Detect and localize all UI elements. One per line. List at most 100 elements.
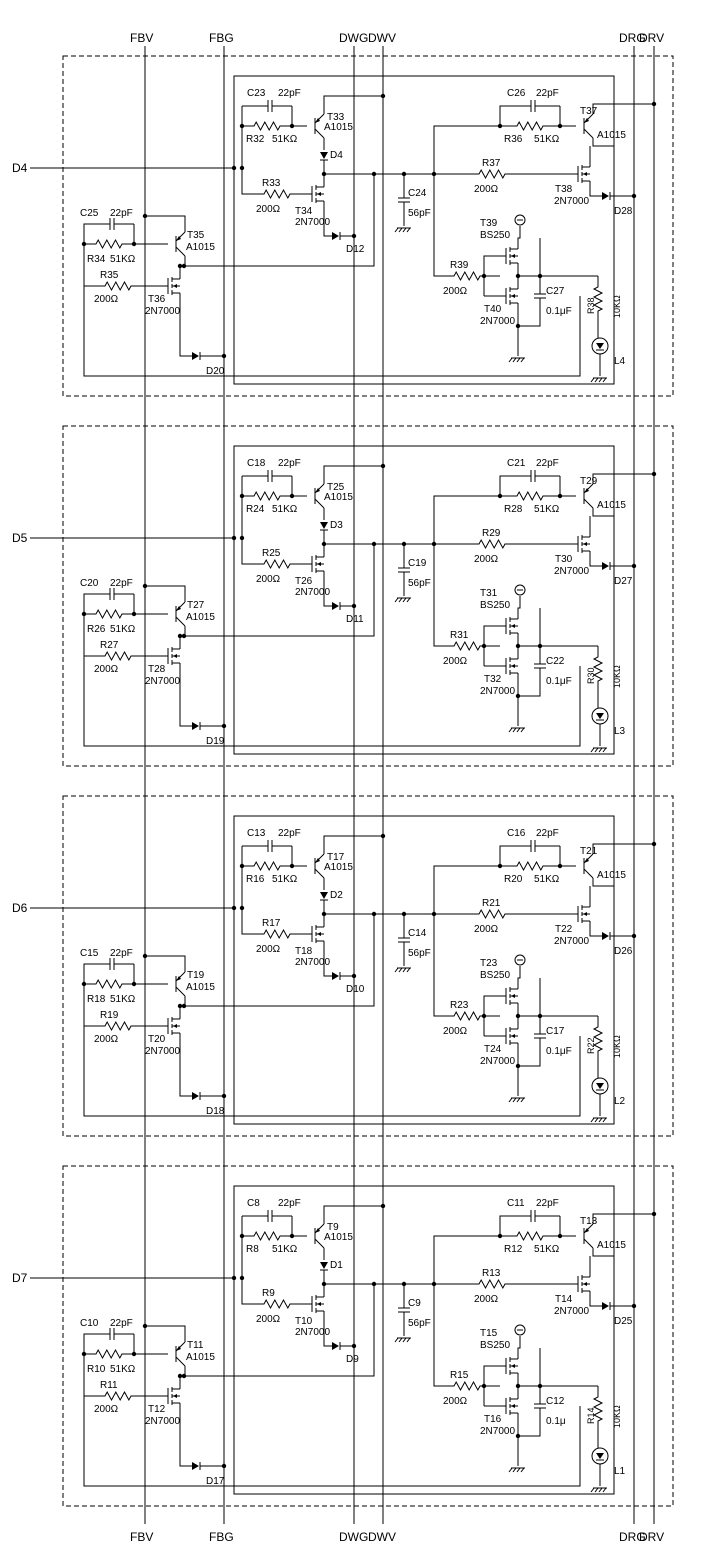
label-R-f: R22 (586, 1037, 596, 1054)
label-R-a_val: 51KΩ (272, 134, 298, 145)
label-R-d: R29 (482, 528, 501, 539)
junction-dot (651, 471, 657, 477)
label-LED: L1 (614, 1466, 626, 1477)
wire (433, 174, 450, 277)
label-T-h_type: 2N7000 (145, 676, 180, 687)
label-T-e_type: BS250 (480, 1340, 510, 1351)
label-T-c_type: A1015 (597, 1240, 626, 1251)
label-T-f: T32 (484, 674, 502, 685)
wire (145, 1325, 186, 1342)
junction-dot (351, 1343, 357, 1349)
label-R-c_val: 51KΩ (534, 134, 560, 145)
capacitor-symbol (534, 1016, 546, 1056)
label-R-b_val: 200Ω (256, 944, 281, 955)
label-R-e_val: 200Ω (443, 286, 468, 297)
label-R-f-val: 10KΩ (612, 1405, 622, 1428)
label-C-c: C16 (507, 828, 526, 839)
wire (323, 835, 383, 854)
junction-dot (231, 165, 237, 171)
label-C-c: C21 (507, 458, 526, 469)
pnp-transistor-symbol (314, 483, 325, 509)
label-R-g_val: 51KΩ (110, 624, 136, 635)
junction-dot (515, 1433, 521, 1439)
junction-dot (231, 535, 237, 541)
supply-terminal-symbol (514, 954, 526, 966)
capacitor-symbol (248, 1210, 292, 1222)
junction-dot (321, 541, 327, 547)
resistor-symbol (500, 1230, 560, 1242)
ground-symbol (590, 377, 607, 383)
junction-dot (142, 583, 148, 589)
wire (499, 845, 506, 866)
wire (433, 495, 500, 544)
label-D-a: D2 (330, 890, 343, 901)
label-C-mid: C24 (408, 188, 427, 199)
wire (184, 174, 375, 267)
label-R-c: R36 (504, 134, 523, 145)
wire (241, 865, 248, 908)
wire (184, 1284, 375, 1377)
wire (241, 538, 256, 565)
resistor-symbol (256, 558, 298, 570)
capacitor-symbol (90, 1328, 134, 1340)
wire (483, 995, 506, 1016)
label-R-a: R16 (246, 874, 265, 885)
label-C-e: C17 (546, 1026, 565, 1037)
diode-symbol (320, 1262, 328, 1271)
wire (433, 914, 450, 1017)
wire (592, 843, 654, 854)
label-T-b: T26 (295, 576, 313, 587)
wire (184, 914, 375, 1007)
wire (433, 1235, 500, 1284)
inner-frame (233, 75, 615, 385)
label-T-b_type: 2N7000 (295, 217, 330, 228)
resistor-symbol (450, 640, 484, 652)
capacitor-symbol (398, 1284, 410, 1336)
led-symbol (591, 707, 609, 725)
label-C-e: C22 (546, 656, 565, 667)
label-C-c_val: 22pF (536, 828, 559, 839)
resistor-symbol (96, 1020, 140, 1032)
label-T-a: T25 (327, 482, 345, 493)
wire (589, 1291, 602, 1307)
ground-symbol (590, 747, 607, 753)
mosfet-symbol (505, 1027, 518, 1045)
diode-symbol (192, 352, 201, 360)
label-T-d: T14 (555, 1294, 573, 1305)
junction-dot (351, 233, 357, 239)
wire (518, 686, 541, 697)
wire (145, 955, 186, 972)
mosfet-symbol (167, 647, 180, 665)
label-R-a: R8 (246, 1244, 259, 1255)
wire (518, 316, 541, 327)
junction-dot (351, 973, 357, 979)
label-R-d_val: 200Ω (474, 1294, 499, 1305)
supply-terminal-symbol (514, 584, 526, 596)
label-T-f: T24 (484, 1044, 502, 1055)
ground-symbol (394, 597, 411, 603)
junction-dot (380, 1203, 386, 1209)
bus-label-bottom-fbv: FBV (130, 1530, 153, 1544)
supply-terminal-symbol (514, 214, 526, 226)
resistor-symbol (450, 1380, 484, 1392)
module-border (62, 55, 674, 397)
label-C-g: C10 (80, 1318, 99, 1329)
bus-label-top-fbv: FBV (130, 31, 153, 45)
lower-frame-wire (83, 608, 581, 747)
junction-dot (181, 633, 187, 639)
junction-dot (221, 723, 227, 729)
label-C-e_val: 0.1μF (546, 306, 572, 317)
mosfet-symbol (311, 555, 324, 573)
wire (518, 1426, 541, 1437)
resistor-symbol (500, 860, 560, 872)
label-T-h_type: 2N7000 (145, 306, 180, 317)
diode-symbol (602, 192, 611, 200)
label-C-mid_val: 56pF (408, 1318, 431, 1329)
wire (517, 596, 521, 619)
label-D-b: D10 (346, 984, 365, 995)
wire (145, 215, 186, 232)
label-input: D5 (12, 531, 28, 545)
wire (517, 1373, 598, 1387)
